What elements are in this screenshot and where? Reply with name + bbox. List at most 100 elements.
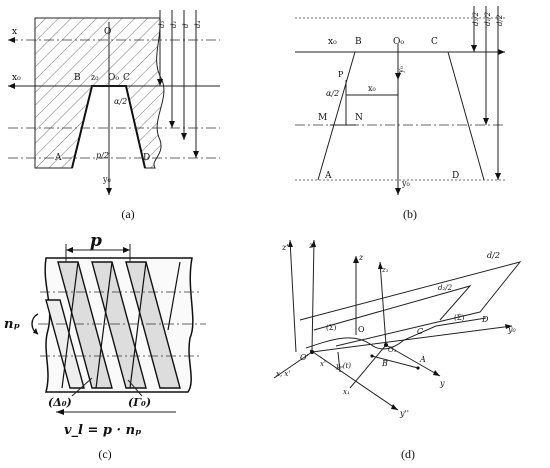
dim-d4-arrow-icon	[193, 151, 199, 158]
label-O1: O₁	[388, 346, 397, 354]
trapezoid-profile	[317, 51, 485, 181]
label-z1: z₁	[381, 266, 389, 274]
point-O-prime	[310, 350, 314, 354]
caption-a: (a)	[121, 207, 134, 221]
label-x0: x₀	[12, 73, 21, 83]
caption-d: (d)	[401, 447, 415, 461]
label-C: C	[417, 327, 423, 336]
caption-b: (b)	[403, 207, 417, 221]
label-d: d	[182, 23, 190, 28]
label-D: D	[143, 153, 150, 163]
caption-c: (c)	[98, 447, 111, 461]
point-O1	[384, 343, 388, 347]
axis-z1	[379, 261, 387, 346]
label-B: B	[355, 37, 362, 47]
axis-x	[273, 351, 313, 379]
label-formula: v_l = p · nₚ	[64, 423, 142, 438]
label-O0: O₀	[108, 73, 119, 83]
panel-c: p nₚ (Δ₀) (Γ₀) v_l = p · nₚ (c)	[4, 231, 206, 461]
panel-a: x O x₀ B z₀ O₀ C α/2 A p/2 D y₀ d₂ d₁ d …	[8, 10, 220, 221]
label-np: nₚ	[4, 317, 20, 332]
axis-x1	[349, 344, 387, 389]
label-half-angle: α/2	[114, 97, 127, 106]
label-P: P	[338, 70, 344, 79]
label-p: p	[90, 231, 102, 251]
label-A: A	[324, 171, 332, 181]
label-delta0: (Δ₀)	[48, 396, 72, 409]
dim-d2-arrow-icon	[471, 45, 477, 52]
label-x0: x₀	[328, 37, 337, 47]
label-x1: x₁	[343, 388, 350, 396]
hatched-material	[34, 17, 165, 169]
label-z: z	[358, 253, 364, 262]
pitch-arrow-right-icon	[123, 247, 130, 253]
label-d2-half: d₂/2	[438, 284, 453, 292]
label-D: D	[481, 315, 489, 324]
label-y0: y₀	[401, 179, 410, 188]
label-B: B	[381, 359, 388, 368]
pitch-arrow-left-icon	[66, 247, 73, 253]
velocity-arrow-icon	[56, 409, 64, 415]
label-yp: y₀	[397, 66, 405, 74]
dim-d-arrow-icon	[181, 133, 187, 140]
label-C: C	[431, 37, 438, 47]
axis-z-double	[289, 239, 297, 353]
axis-z-prime	[311, 239, 315, 353]
thread-back-lines	[61, 261, 181, 389]
label-gamma0: (Γ₀)	[128, 396, 151, 409]
dim-d1-arrow-icon	[483, 118, 489, 125]
label-y0: y₀	[102, 175, 111, 184]
label-d-half: d/2	[487, 251, 500, 260]
yp-arrow-icon	[395, 73, 401, 80]
axis-y0	[311, 325, 513, 353]
label-paren-sigma: (Σ)	[454, 314, 465, 322]
thread-bands	[45, 261, 181, 389]
label-d4: d₄	[194, 21, 202, 28]
label-O-prime: O'	[300, 353, 309, 362]
dim-d1-arrow-icon	[169, 121, 175, 128]
label-half-angle: α/2	[326, 89, 339, 98]
y0-arrow-icon	[505, 324, 512, 329]
label-M: M	[318, 113, 327, 123]
x0-arrow-icon	[498, 49, 505, 55]
label-B: B	[74, 73, 81, 83]
yp-line	[337, 351, 341, 373]
y0-arrow-icon	[106, 188, 112, 195]
x-arrow-icon	[8, 37, 15, 43]
label-O: O	[358, 325, 365, 334]
plane-mid	[313, 285, 472, 331]
label-x-prime: x'	[320, 360, 326, 368]
label-y: y	[439, 379, 445, 388]
label-y-double: y''	[399, 409, 409, 418]
label-xp: x₀	[368, 84, 376, 93]
label-d1: d₁	[170, 21, 178, 28]
dim-d2-arrow-icon	[157, 79, 163, 86]
helix-curve	[305, 317, 487, 350]
label-d2-half: d₂/2	[472, 11, 480, 26]
label-C: C	[123, 73, 130, 83]
label-D: D	[452, 171, 459, 181]
label-delta-c: (Σ)	[326, 324, 337, 332]
label-N: N	[355, 113, 363, 123]
z-double-arrow-icon	[288, 240, 293, 247]
point-A	[416, 366, 420, 370]
label-d2: d₂	[158, 21, 166, 28]
leader-delta0	[71, 377, 93, 397]
label-y0: y₀	[507, 325, 517, 334]
leader-gamma0	[127, 379, 143, 397]
label-A: A	[54, 153, 62, 163]
label-z-double: z''	[281, 243, 291, 252]
z-prime-arrow-icon	[311, 240, 316, 247]
x0-arrow-icon	[8, 83, 15, 89]
y-arrow-icon	[433, 370, 440, 376]
segment-BA	[371, 355, 419, 369]
point-B	[370, 354, 374, 358]
y-double-arrow-icon	[391, 404, 398, 410]
label-d-half: d/2	[496, 14, 504, 26]
label-z0: z₀	[91, 73, 98, 82]
axis-y-double	[309, 349, 399, 411]
panel-b: x₀ B O₀ C P y₀ α/2 x₀ M N A y₀ D d₂/2 d₁…	[295, 6, 505, 221]
label-z-prime: z'	[308, 241, 315, 250]
plane-top	[299, 261, 522, 347]
